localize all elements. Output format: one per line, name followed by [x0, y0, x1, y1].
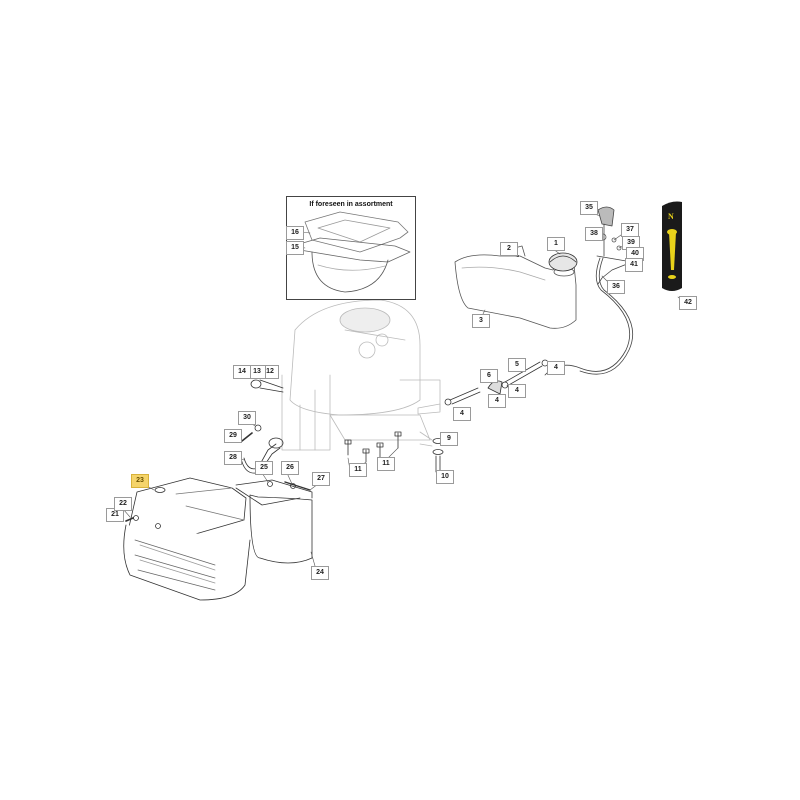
part-callout-38[interactable]: 38: [585, 227, 603, 241]
muffler-illustration: [235, 479, 313, 564]
part-callout-29[interactable]: 29: [224, 429, 242, 443]
part-callout-3[interactable]: 3: [472, 314, 490, 328]
inset-heat-shield-illustration: [295, 211, 411, 293]
engine-bolts-illustration: [344, 431, 402, 463]
part-callout-4[interactable]: 4: [488, 394, 506, 408]
part-callout-4[interactable]: 4: [508, 384, 526, 398]
fuel-hose-illustration: [417, 359, 549, 415]
part-callout-35[interactable]: 35: [580, 201, 598, 215]
part-callout-22[interactable]: 22: [114, 497, 132, 511]
part-callout-4[interactable]: 4: [547, 361, 565, 375]
engine-illustration: [281, 299, 441, 451]
part-callout-11[interactable]: 11: [349, 463, 367, 477]
throttle-decal-illustration: [662, 201, 682, 291]
part-callout-10[interactable]: 10: [436, 470, 454, 484]
muffler-guard-illustration: [123, 477, 251, 601]
part-callout-30[interactable]: 30: [238, 411, 256, 425]
part-callout-28[interactable]: 28: [224, 451, 242, 465]
breather-hose-illustration: [250, 379, 284, 393]
part-callout-6[interactable]: 6: [480, 369, 498, 383]
decal-letter: N: [668, 212, 674, 221]
part-callout-15[interactable]: 15: [286, 241, 304, 255]
part-callout-16[interactable]: 16: [286, 226, 304, 240]
part-callout-11[interactable]: 11: [377, 457, 395, 471]
part-callout-25[interactable]: 25: [255, 461, 273, 475]
part-callout-14[interactable]: 14: [233, 365, 251, 379]
part-callout-9[interactable]: 9: [440, 432, 458, 446]
part-callout-37[interactable]: 37: [621, 223, 639, 237]
part-callout-26[interactable]: 26: [281, 461, 299, 475]
part-callout-23[interactable]: 23: [131, 474, 149, 488]
part-callout-41[interactable]: 41: [625, 258, 643, 272]
part-callout-42[interactable]: 42: [679, 296, 697, 310]
part-callout-4[interactable]: 4: [453, 407, 471, 421]
part-callout-1[interactable]: 1: [547, 237, 565, 251]
throttle-lever-illustration: [544, 206, 634, 376]
inset-optional-parts-box: If foreseen in assortment: [286, 196, 416, 300]
part-callout-27[interactable]: 27: [312, 472, 330, 486]
inset-title: If foreseen in assortment: [309, 201, 393, 208]
part-callout-5[interactable]: 5: [508, 358, 526, 372]
washer-bolt-illustration: [419, 431, 444, 473]
part-callout-2[interactable]: 2: [500, 242, 518, 256]
fuel-cap-illustration: [548, 252, 578, 272]
part-callout-36[interactable]: 36: [607, 280, 625, 294]
part-callout-24[interactable]: 24: [311, 566, 329, 580]
